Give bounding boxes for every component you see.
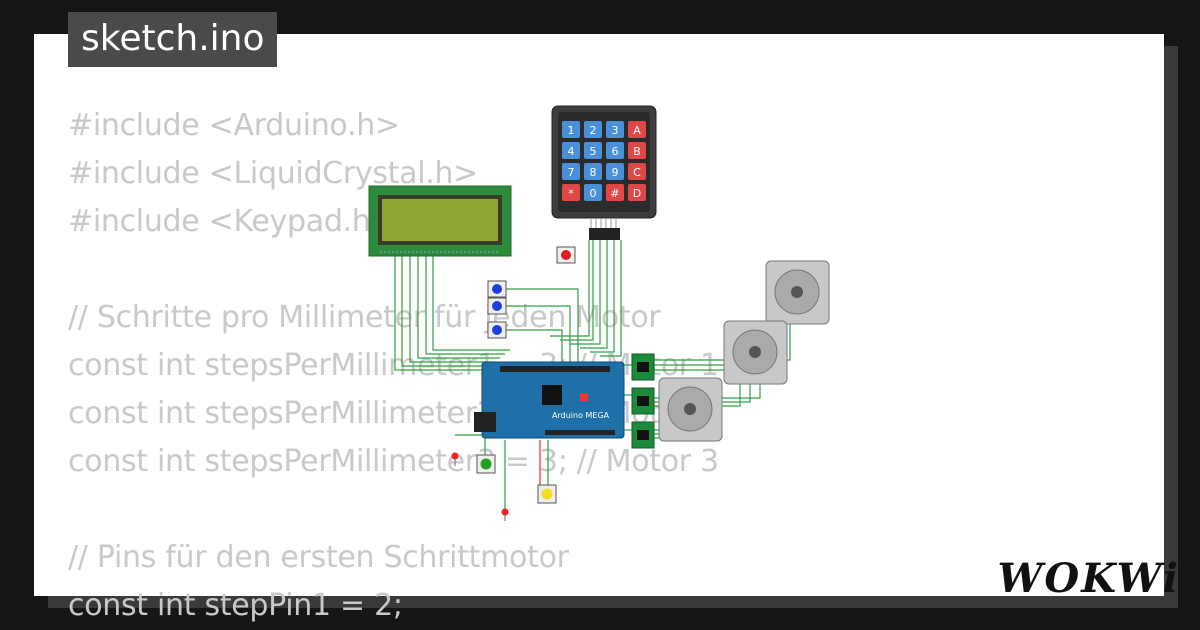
- keypad-key-label: C: [633, 166, 641, 179]
- led-red-2[interactable]: [501, 508, 509, 522]
- keypad-key-label: 1: [568, 124, 575, 137]
- keypad[interactable]: 1 2 3 A 4 5 6 B 7 8 9 C * 0 # D: [551, 105, 657, 240]
- keypad-key-label: 6: [612, 145, 619, 158]
- keypad-key[interactable]: C: [628, 163, 646, 180]
- code-line: // Pins für den ersten Schrittmotor: [68, 540, 569, 575]
- pushbutton-yellow[interactable]: [537, 484, 557, 504]
- arduino-mega-board[interactable]: Arduino MEGA: [474, 361, 625, 439]
- pushbutton-blue-1[interactable]: [487, 280, 507, 298]
- keypad-key[interactable]: *: [562, 184, 580, 201]
- code-line: #include <LiquidCrystal.h>: [68, 156, 479, 191]
- wokwi-logo: WOKWi: [997, 555, 1180, 602]
- code-editor: #include <Arduino.h> #include <LiquidCrys…: [68, 102, 719, 630]
- keypad-key-label: #: [610, 187, 619, 200]
- keypad-key-label: 0: [590, 187, 597, 200]
- code-line: const int stepPin1 = 2;: [68, 588, 403, 623]
- code-line: const int stepsPerMillimeter3 = 3; // Mo…: [68, 444, 719, 479]
- stepper-motor-3[interactable]: [658, 377, 723, 442]
- keypad-key[interactable]: 5: [584, 142, 602, 159]
- keypad-key-label: D: [633, 187, 641, 200]
- keypad-key-label: 5: [590, 145, 597, 158]
- keypad-key[interactable]: 4: [562, 142, 580, 159]
- keypad-key[interactable]: B: [628, 142, 646, 159]
- pushbutton-blue-3[interactable]: [487, 321, 507, 339]
- keypad-key-label: B: [633, 145, 641, 158]
- reset-pushbutton[interactable]: [556, 246, 576, 264]
- code-viewport: #include <Arduino.h> #include <LiquidCrys…: [34, 34, 1164, 623]
- stepper-driver-2[interactable]: [631, 387, 655, 415]
- pushbutton-blue-2[interactable]: [487, 297, 507, 315]
- file-tab[interactable]: sketch.ino: [68, 12, 278, 67]
- keypad-key-label: 7: [568, 166, 575, 179]
- keypad-key-label: 9: [612, 166, 619, 179]
- led-red-1[interactable]: [451, 452, 459, 467]
- keypad-key-label: 2: [590, 124, 597, 137]
- code-line: #include <Keypad.h>: [68, 204, 396, 239]
- keypad-key[interactable]: D: [628, 184, 646, 201]
- keypad-key[interactable]: #: [606, 184, 624, 201]
- keypad-key[interactable]: 2: [584, 121, 602, 138]
- stepper-driver-1[interactable]: [631, 353, 655, 381]
- keypad-key-label: 4: [568, 145, 575, 158]
- keypad-key[interactable]: 6: [606, 142, 624, 159]
- lcd-display[interactable]: [368, 185, 512, 257]
- keypad-key-label: A: [633, 124, 641, 137]
- keypad-key[interactable]: 9: [606, 163, 624, 180]
- stepper-motor-1[interactable]: [765, 260, 830, 325]
- keypad-key[interactable]: 0: [584, 184, 602, 201]
- keypad-key-label: 3: [612, 124, 619, 137]
- keypad-key-label: 8: [590, 166, 597, 179]
- keypad-key-label: *: [568, 187, 574, 200]
- stepper-driver-3[interactable]: [631, 421, 655, 449]
- keypad-key[interactable]: 7: [562, 163, 580, 180]
- code-line: #include <Arduino.h>: [68, 108, 400, 143]
- pushbutton-green[interactable]: [476, 454, 496, 474]
- stepper-motor-2[interactable]: [723, 320, 788, 385]
- keypad-key[interactable]: 8: [584, 163, 602, 180]
- keypad-key[interactable]: A: [628, 121, 646, 138]
- keypad-key[interactable]: 1: [562, 121, 580, 138]
- keypad-key[interactable]: 3: [606, 121, 624, 138]
- board-label: Arduino MEGA: [552, 411, 610, 420]
